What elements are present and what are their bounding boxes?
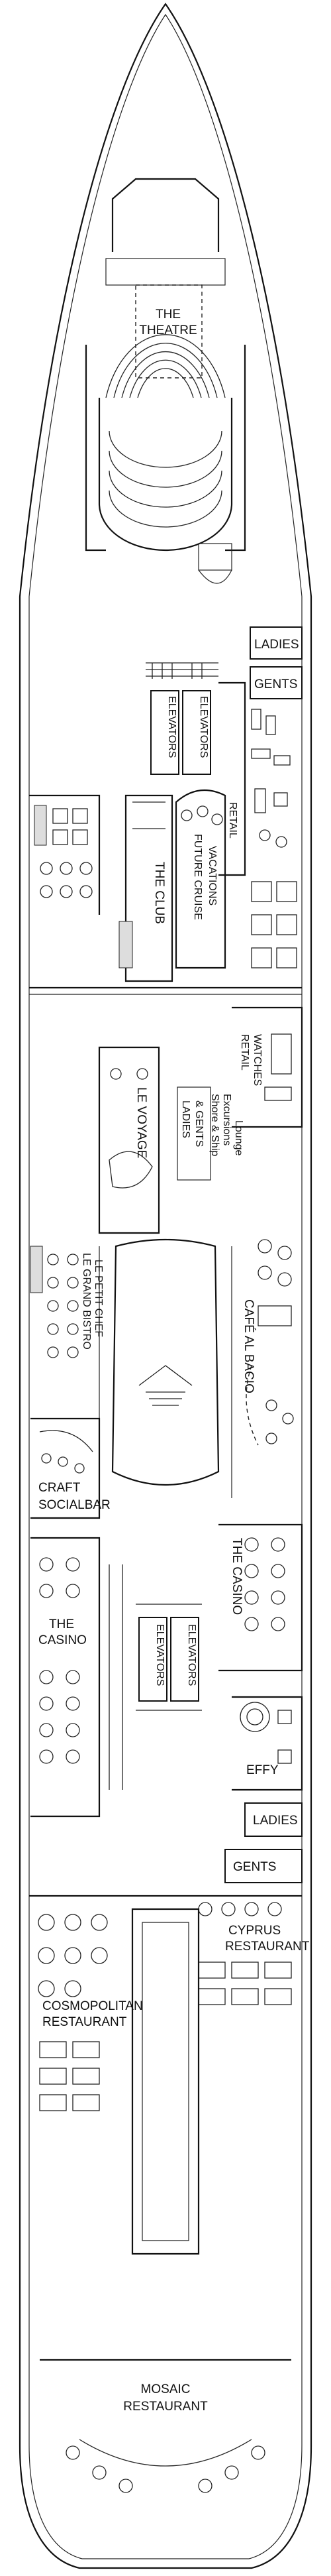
elevators-aft-label-a: ELEVATORS <box>154 1624 166 1686</box>
ladies-gents-label-1: LADIES <box>180 1100 191 1138</box>
cyprus-label-2: RESTAURANT <box>225 1940 310 1954</box>
casino-port-area <box>30 1537 123 1818</box>
cafe-al-bacio-area <box>246 1239 294 1446</box>
mosaic-label-2: RESTAURANT <box>123 2400 208 2414</box>
gents-fwd-room <box>250 666 303 699</box>
retail-watches-label-2: WATCHES <box>252 1034 263 1086</box>
galley-center <box>131 1908 200 2255</box>
central-atrium <box>99 1238 232 1498</box>
mosaic-restaurant-area <box>40 2359 291 2493</box>
cosmo-label-2: RESTAURANT <box>42 2015 127 2029</box>
casino-stbd-area <box>218 1523 303 1672</box>
cyprus-label-1: CYPRUS <box>228 1924 281 1938</box>
ladies-gents-label-2: & GENTS <box>193 1100 205 1147</box>
retail-fwd-label: RETAIL <box>227 802 238 839</box>
theatre-area <box>85 178 246 584</box>
elevators-fwd-label-a: ELEVATORS <box>166 696 177 758</box>
le-voyage-area <box>98 1046 160 1234</box>
elevators-aft <box>136 1604 202 1711</box>
gents-aft-label: GENTS <box>233 1860 276 1874</box>
cosmo-label-1: COSMOPOLITAN <box>42 1999 143 2013</box>
retail-fwd-area <box>218 681 291 876</box>
cyprus-restaurant-area <box>198 1902 292 2005</box>
ladies-aft-room <box>244 1802 303 1837</box>
vacations-label: VACATIONS <box>207 846 218 906</box>
theatre-label-2: THEATRE <box>139 323 197 337</box>
le-grand-bistro-area <box>30 1246 79 1358</box>
theatre-label-1: THE <box>156 308 181 322</box>
the-club-area <box>118 794 173 982</box>
craft-socialbar-area <box>30 1417 101 1519</box>
hull-outline <box>19 3 312 2569</box>
gents-fwd-label: GENTS <box>254 677 297 691</box>
cafe-al-bacio-label: CAFÉ AL BACIO <box>242 1299 256 1393</box>
ladies-fwd-label: LADIES <box>254 638 299 652</box>
ladies-gents-mid-room <box>177 1086 211 1181</box>
elevators-fwd-label-b: ELEVATORS <box>198 696 209 758</box>
retail-watches-label-1: RETAIL <box>239 1034 250 1071</box>
retail-watches-area <box>232 1006 303 1128</box>
le-grand-bistro-label-2: LE PETIT CHEF <box>93 1259 104 1337</box>
ladies-aft-label: LADIES <box>253 1814 298 1828</box>
effy-area <box>232 1696 303 1791</box>
cosmopolitan-restaurant-area <box>38 1914 108 2111</box>
casino-port-label-2: CASINO <box>38 1633 87 1647</box>
ladies-fwd-room <box>250 626 303 660</box>
casino-stbd-label: THE CASINO <box>230 1538 244 1615</box>
shore-ship-label-2: Excursions <box>221 1094 232 1145</box>
shore-ship-label-1: Shore & Ship <box>209 1094 220 1156</box>
mosaic-label-1: MOSAIC <box>141 2382 191 2396</box>
gents-aft-room <box>224 1849 303 1883</box>
effy-label: EFFY <box>246 1763 279 1777</box>
casino-port-label-1: THE <box>49 1617 74 1631</box>
hull-inner <box>28 13 303 2559</box>
future-cruise-area <box>175 789 226 969</box>
elevators-aft-label-b: ELEVATORS <box>186 1624 197 1686</box>
stbd-fwd-furniture <box>251 881 297 968</box>
elevators-fwd <box>146 662 218 775</box>
le-voyage-label: LE VOYAGE <box>134 1087 148 1158</box>
craft-label-1: CRAFT <box>38 1481 81 1495</box>
craft-label-2: SOCIALBAR <box>38 1498 111 1512</box>
future-cruise-label: FUTURE CRUISE <box>192 834 203 920</box>
shore-ship-label-3: Lounge <box>233 1120 244 1155</box>
port-fwd-furniture <box>29 794 101 915</box>
galley-inner <box>142 1922 189 2241</box>
le-grand-bistro-label-1: LE GRAND BISTRO <box>81 1253 92 1350</box>
the-club-label: THE CLUB <box>152 862 166 924</box>
